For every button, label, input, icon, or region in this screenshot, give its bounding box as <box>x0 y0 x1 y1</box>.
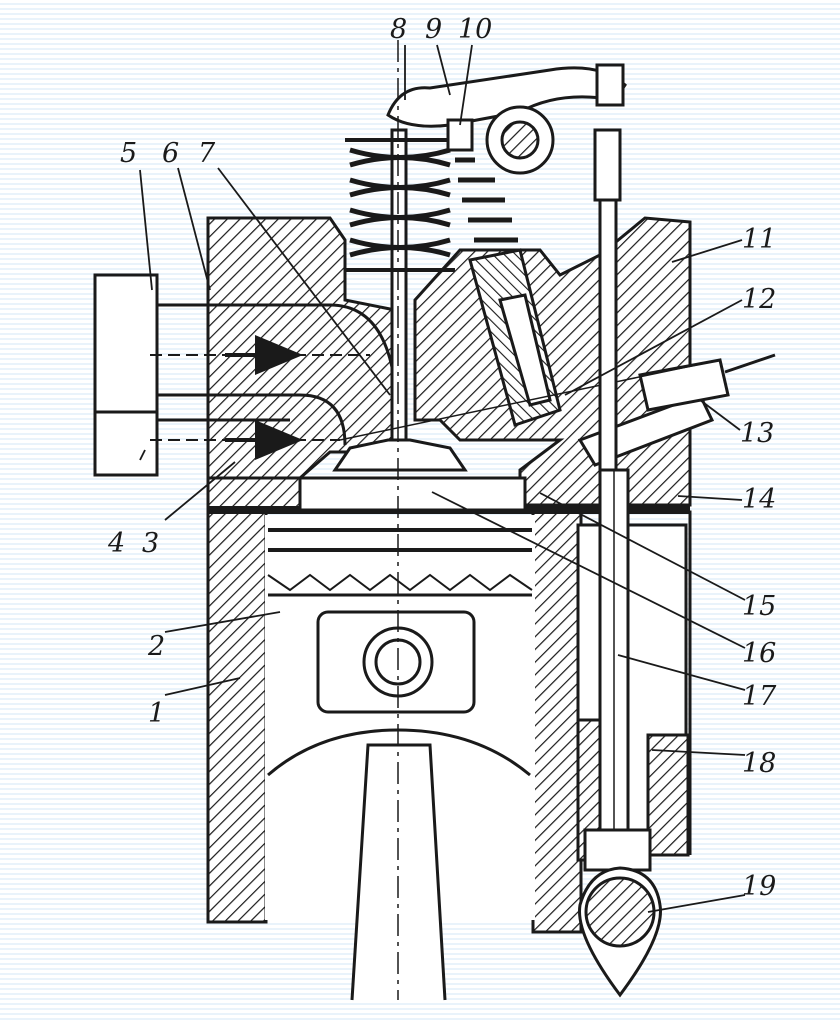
label-9: 9 <box>425 14 442 45</box>
callout-labels: 1 2 3 4 5 6 7 8 9 10 11 12 13 14 15 16 1… <box>107 14 777 902</box>
label-16: 16 <box>742 638 776 669</box>
label-11: 11 <box>742 224 776 255</box>
label-15: 15 <box>742 591 776 622</box>
label-7: 7 <box>198 138 216 169</box>
piston <box>265 476 535 920</box>
intake-valve <box>332 128 468 472</box>
label-10: 10 <box>458 14 492 45</box>
tappet-guide <box>576 523 690 862</box>
label-2: 2 <box>147 631 165 662</box>
rocker-arm <box>386 63 627 175</box>
injector-assembly <box>455 157 562 427</box>
label-1: 1 <box>148 698 165 729</box>
label-5: 5 <box>120 138 137 169</box>
label-14: 14 <box>742 484 776 515</box>
label-8: 8 <box>390 14 407 45</box>
label-19: 19 <box>742 871 776 902</box>
intake-manifold <box>93 273 397 477</box>
leader-lines <box>139 44 746 913</box>
label-3: 3 <box>142 528 159 559</box>
connecting-rod <box>350 743 447 1001</box>
cylinder-liner <box>206 510 692 934</box>
label-13: 13 <box>740 418 774 449</box>
label-17: 17 <box>742 681 777 712</box>
label-6: 6 <box>162 138 179 169</box>
camshaft-cam <box>578 866 662 998</box>
push-rod <box>583 128 652 872</box>
label-18: 18 <box>742 748 776 779</box>
label-4: 4 <box>107 528 125 559</box>
label-12: 12 <box>742 284 776 315</box>
